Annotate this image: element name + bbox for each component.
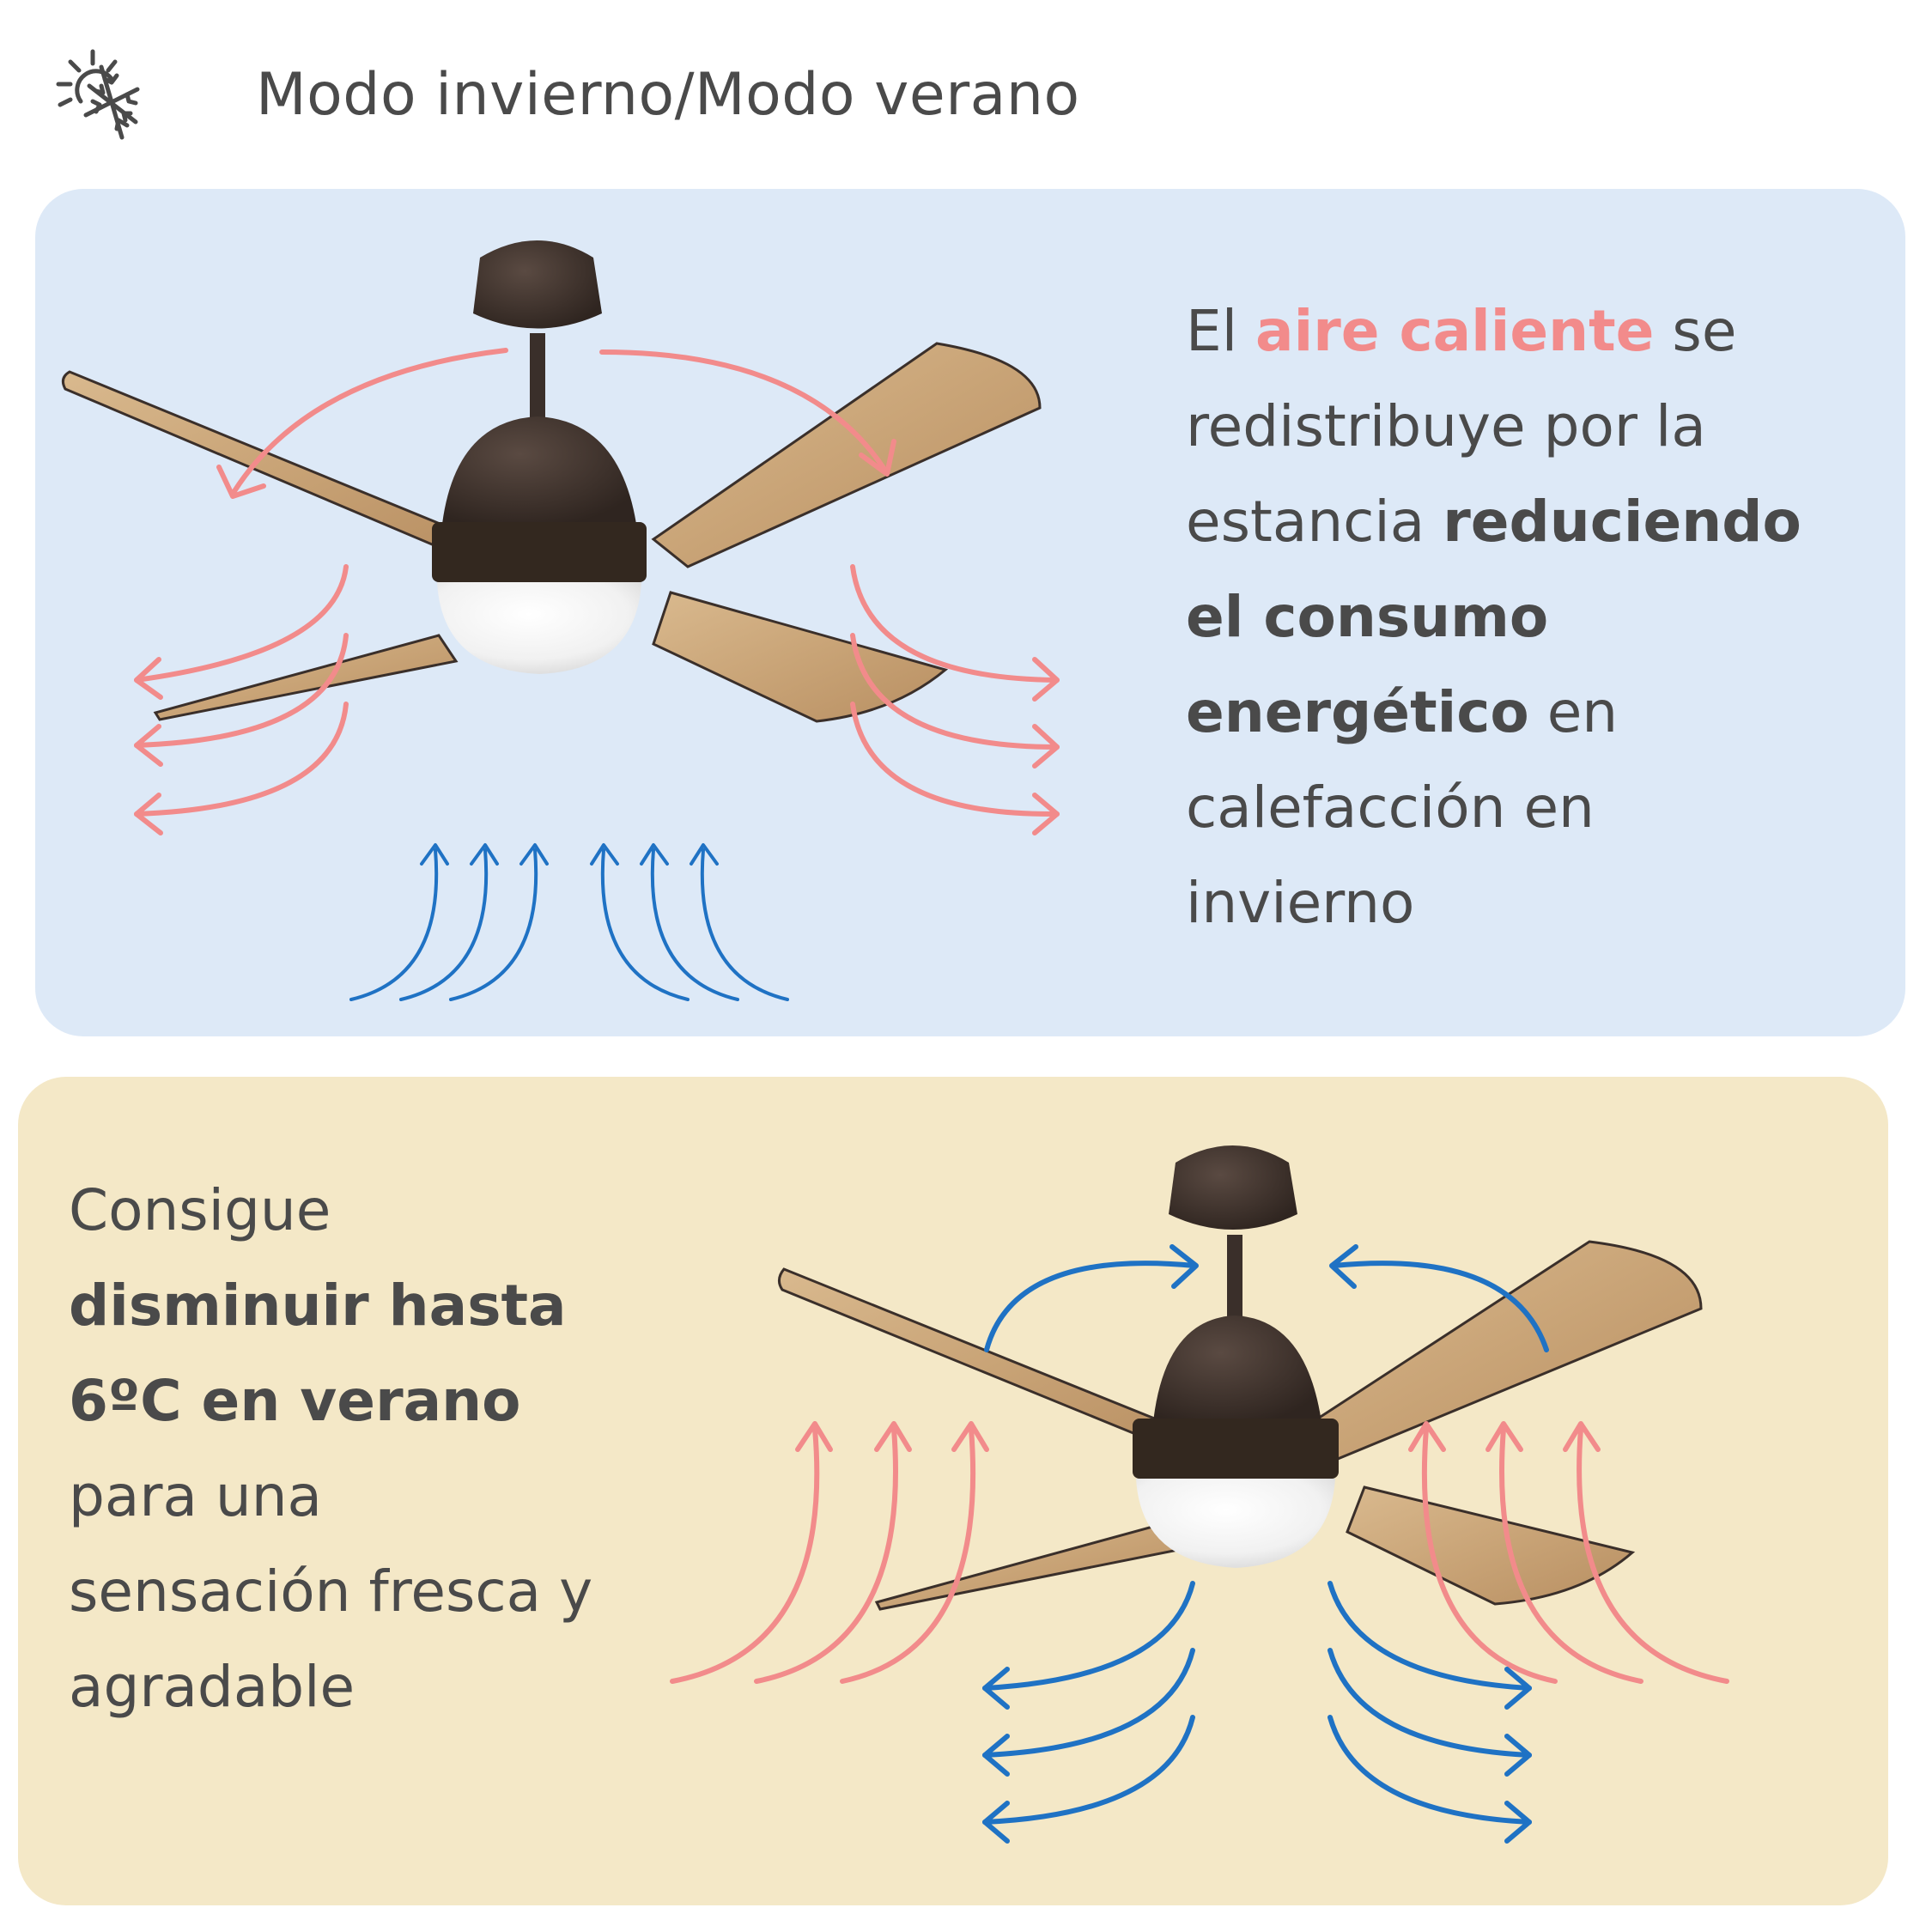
summer-mode-panel: Consigue disminuir hasta 6ºC en verano p… [18, 1077, 1888, 1905]
winter-fan-illustration [61, 240, 1060, 1001]
page-title: Modo invierno/Modo verano [256, 60, 1080, 129]
winter-line-7: invierno [1186, 870, 1415, 936]
cool-air-arrows [349, 843, 789, 1001]
warm-air-arrows [134, 348, 1060, 835]
hot-air-highlight: aire caliente [1255, 298, 1655, 364]
summer-line-4: para una [69, 1463, 323, 1529]
summer-line-3: 6ºC en verano [69, 1368, 521, 1434]
winter-line-5: energético en [1186, 679, 1619, 745]
summer-line-1: Consigue [69, 1177, 331, 1243]
ceiling-fan-icon [61, 240, 1042, 723]
summer-line-6: agradable [69, 1654, 355, 1720]
winter-line-1: El aire caliente se [1186, 298, 1737, 364]
summer-line-5: sensación fresca y [69, 1558, 593, 1625]
winter-line-3: estancia reduciendo [1186, 489, 1801, 555]
summer-line-2: disminuir hasta [69, 1273, 567, 1339]
winter-mode-panel: El aire caliente se redistribuye por la … [35, 189, 1905, 1036]
winter-line-6: calefacción en [1186, 775, 1595, 841]
summer-fan-illustration [670, 1145, 1729, 1844]
sun-snowflake-icon [56, 49, 140, 140]
summer-description: Consigue disminuir hasta 6ºC en verano p… [69, 1163, 592, 1735]
winter-line-4: el consumo [1186, 584, 1549, 650]
winter-description: El aire caliente se redistribuye por la … [1186, 283, 1801, 951]
ceiling-fan-icon [778, 1145, 1703, 1611]
header: Modo invierno/Modo verano [52, 43, 1254, 146]
winter-line-2: redistribuye por la [1186, 393, 1706, 459]
cool-air-arrows [982, 1244, 1549, 1844]
warm-air-arrows [670, 1421, 1729, 1684]
